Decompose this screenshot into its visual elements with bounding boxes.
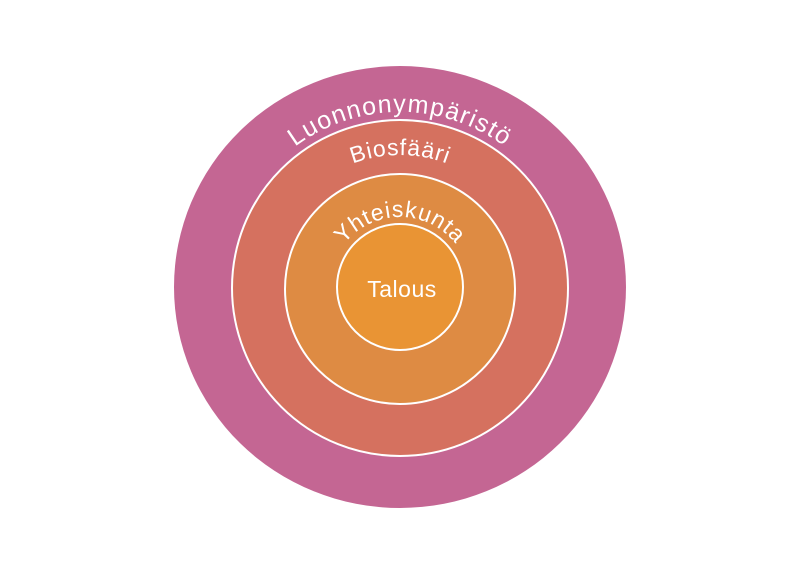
label-economy: Talous <box>367 276 436 302</box>
circle-economy <box>336 223 464 351</box>
